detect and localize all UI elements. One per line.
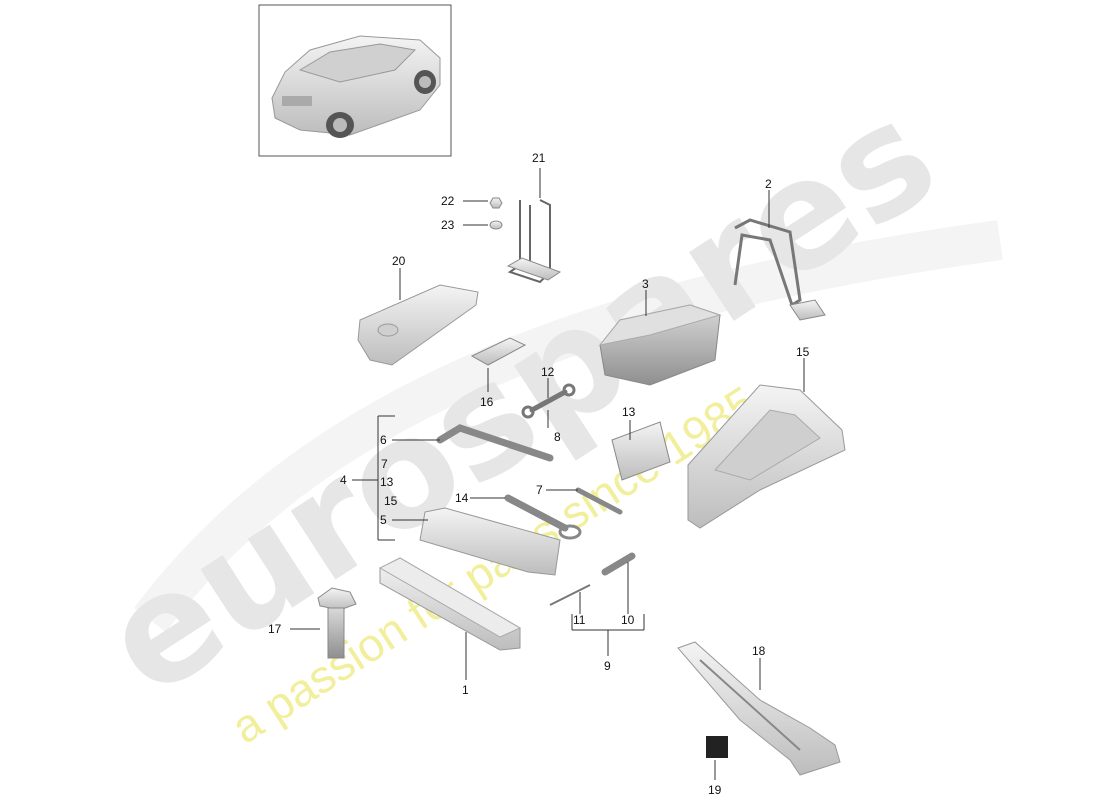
part-label-13-kit: 13 — [380, 475, 394, 489]
part-19-label — [706, 736, 728, 758]
part-label-22: 22 — [441, 194, 455, 208]
part-label-4: 4 — [340, 473, 347, 487]
part-16-clip — [470, 337, 527, 366]
part-label-5: 5 — [380, 513, 387, 527]
part-label-16: 16 — [480, 395, 494, 409]
part-5-bag — [419, 507, 561, 576]
part-label-1: 1 — [462, 683, 469, 697]
part-18-jack — [677, 641, 841, 776]
part-7-pin — [575, 487, 623, 515]
part-9-screwdriver — [549, 552, 636, 606]
part-number-labels: 21 22 23 2 20 3 15 12 16 13 8 6 7 4 13 1… — [268, 151, 810, 797]
part-21-bracket — [506, 199, 562, 284]
part-2-strap — [733, 218, 826, 321]
part-6-lug-wrench — [436, 424, 554, 462]
part-label-18: 18 — [752, 644, 766, 658]
leader-lines — [290, 168, 805, 780]
part-label-12: 12 — [541, 365, 555, 379]
part-label-17: 17 — [268, 622, 282, 636]
part-label-15-kit: 15 — [384, 494, 398, 508]
part-17-bolt — [317, 587, 357, 659]
part-14-tow-eye — [504, 494, 582, 540]
part-label-9: 9 — [604, 659, 611, 673]
part-label-20: 20 — [392, 254, 406, 268]
part-12-wrench — [521, 383, 576, 419]
part-label-21: 21 — [532, 151, 546, 165]
part-label-6: 6 — [380, 433, 387, 447]
vehicle-thumbnail — [258, 4, 452, 157]
part-label-8: 8 — [554, 430, 561, 444]
watermark: eurospares a passion for parts since 198… — [75, 68, 1003, 753]
part-label-2: 2 — [765, 177, 772, 191]
part-label-10: 10 — [621, 613, 635, 627]
part-15-tool-tray — [687, 384, 846, 529]
part-label-11: 11 — [573, 613, 586, 627]
watermark-swoosh — [134, 220, 1003, 633]
part-label-15-top: 15 — [796, 345, 810, 359]
part-label-23: 23 — [441, 218, 455, 232]
part-label-19: 19 — [708, 783, 722, 797]
part-label-13-bracket: 13 — [622, 405, 636, 419]
part-label-14: 14 — [455, 491, 469, 505]
part-label-3: 3 — [642, 277, 649, 291]
part-23-washer — [489, 220, 503, 230]
car-image — [271, 35, 441, 138]
part-label-7-pin: 7 — [536, 483, 543, 497]
part-13-bracket — [611, 421, 671, 481]
part-20-foam-tray — [357, 284, 479, 366]
part-label-7-kit: 7 — [381, 457, 388, 471]
part-1-case — [378, 557, 522, 651]
part-3-pad — [598, 304, 722, 386]
part-22-nut — [489, 197, 503, 209]
